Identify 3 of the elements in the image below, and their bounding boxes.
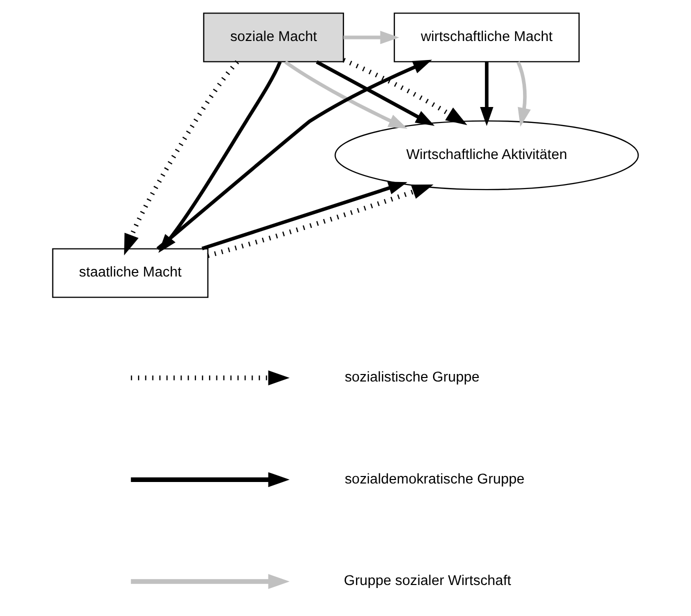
legend-label: Gruppe sozialer Wirtschaft <box>344 573 512 590</box>
legend-label: sozialistische Gruppe <box>344 370 480 386</box>
legend-label: sozialdemokratische Gruppe <box>344 471 525 488</box>
